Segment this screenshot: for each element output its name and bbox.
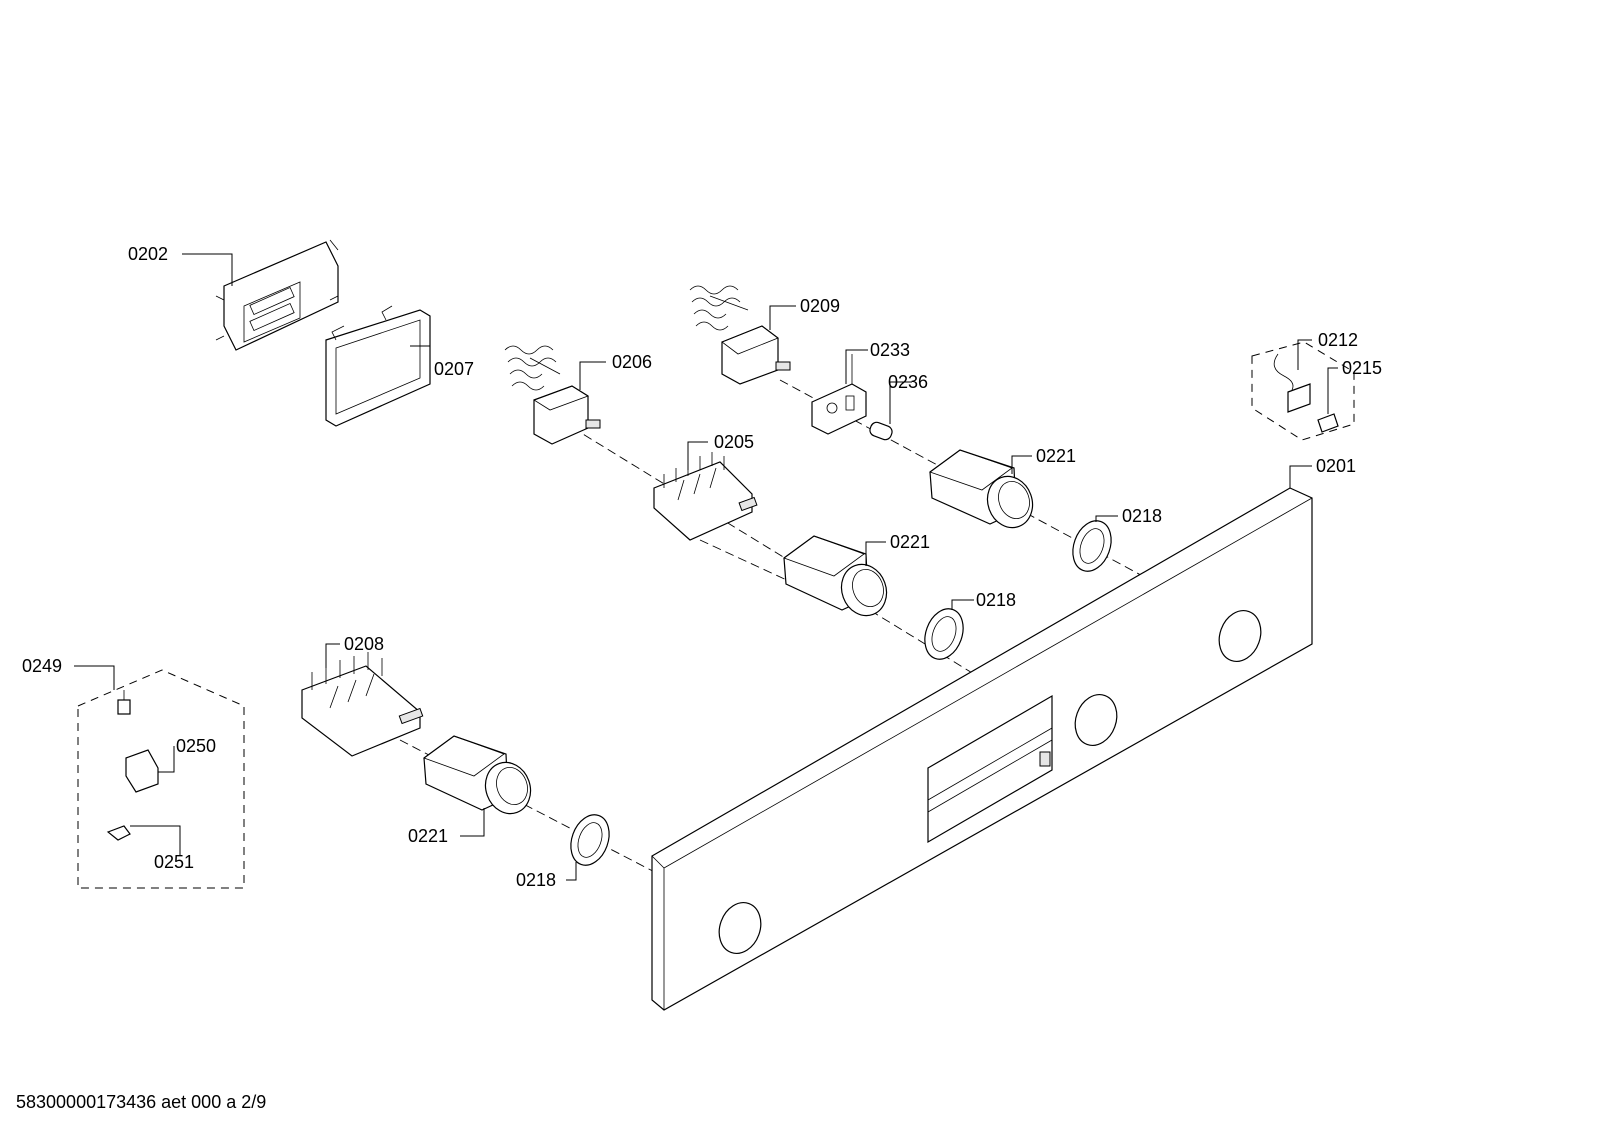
label-0209: 0209 — [800, 296, 840, 316]
label-0218-mid: 0218 — [976, 590, 1016, 610]
part-0208-switch — [301, 652, 424, 757]
document-id: 58300000173436 aet 000 a 2/9 — [16, 1092, 267, 1112]
part-0201-control-panel — [651, 487, 1313, 1011]
label-0218-low: 0218 — [516, 870, 556, 890]
label-0202: 0202 — [128, 244, 168, 264]
label-0250: 0250 — [176, 736, 216, 756]
part-0206-thermostat — [504, 345, 601, 445]
label-0218-top: 0218 — [1122, 506, 1162, 526]
label-0208: 0208 — [344, 634, 384, 654]
part-labels: 0202 0207 0206 0209 0233 0236 0212 0215 … — [22, 244, 1382, 890]
label-0201: 0201 — [1316, 456, 1356, 476]
label-0206: 0206 — [612, 352, 652, 372]
label-0215: 0215 — [1342, 358, 1382, 378]
part-0218-ring-mid — [924, 608, 964, 660]
label-0236: 0236 — [888, 372, 928, 392]
part-0233-bracket — [811, 354, 867, 435]
part-0209-thermostat — [689, 285, 791, 385]
part-0212-0215-group — [1251, 341, 1355, 441]
leader-lines — [74, 253, 1338, 881]
label-0233: 0233 — [870, 340, 910, 360]
label-0221-low: 0221 — [408, 826, 448, 846]
part-0218-ring-low — [570, 814, 610, 866]
label-0205: 0205 — [714, 432, 754, 452]
label-0251: 0251 — [154, 852, 194, 872]
part-0202-control-module — [215, 239, 339, 351]
label-0212: 0212 — [1318, 330, 1358, 350]
label-0221-mid: 0221 — [890, 532, 930, 552]
part-0205-switch — [653, 452, 758, 541]
label-0221-top: 0221 — [1036, 446, 1076, 466]
part-0221-knob-top — [929, 449, 1034, 529]
part-0221-knob-low — [423, 735, 532, 815]
part-0221-knob-mid — [783, 535, 888, 617]
part-0218-ring-top — [1072, 520, 1112, 572]
label-0249: 0249 — [22, 656, 62, 676]
part-0236-lamp — [869, 421, 893, 441]
label-0207: 0207 — [434, 359, 474, 379]
part-0207-frame — [325, 305, 431, 427]
part-0249-group — [77, 669, 245, 889]
